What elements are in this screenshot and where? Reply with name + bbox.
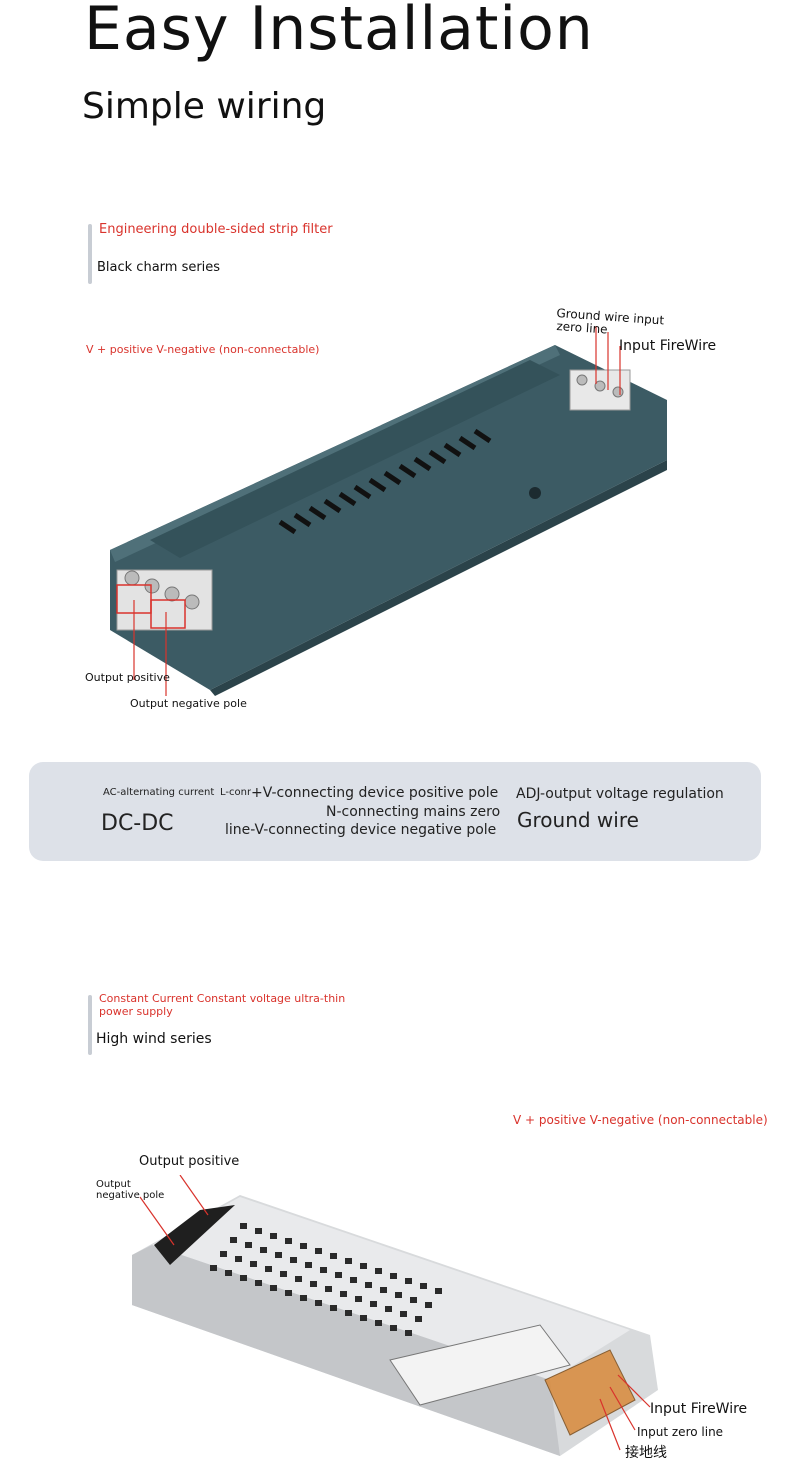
label-input-zero-line: Input zero line: [637, 1425, 724, 1439]
series-accent-bar: [88, 224, 92, 284]
page-subtitle: Simple wiring: [82, 86, 327, 127]
label-input-firewire: Input FireWire: [619, 338, 717, 354]
legend-ac: AC-alternating current: [103, 787, 215, 798]
legend-adj: ADJ-output voltage regulation: [516, 786, 724, 802]
label-output-positive: Output positive: [139, 1154, 240, 1169]
silver-power-supply-image: [132, 1175, 658, 1456]
series-accent-bar: [88, 995, 92, 1055]
legend-dc: DC-DC: [101, 811, 174, 836]
label-input-firewire: Input FireWire: [650, 1401, 748, 1417]
series-tagline: Engineering double-sided strip filter: [99, 222, 333, 237]
page-title: Easy Installation: [84, 0, 594, 64]
legend-ground: Ground wire: [517, 808, 639, 832]
label-ground-cn: 接地线: [625, 1445, 667, 1461]
legend-n: N-connecting mains zero: [326, 804, 501, 820]
legend-v-positive: +V-connecting device positive pole: [251, 785, 499, 801]
label-output-negative: Output negative pole: [96, 1179, 165, 1201]
teal-power-supply-image: [110, 326, 667, 696]
legend-v-negative: line-V-connecting device negative pole: [225, 822, 497, 838]
terminal-legend-card: AC-alternating current L-connecting main…: [29, 762, 761, 861]
label-output-positive: Output positive: [85, 671, 170, 684]
series-name: High wind series: [96, 1031, 212, 1047]
series-name: Black charm series: [97, 260, 221, 275]
terminal-note: V + positive V-negative (non-connectable…: [86, 343, 320, 356]
series-tagline: Constant Current Constant voltage ultra-…: [99, 992, 346, 1018]
terminal-note: V + positive V-negative (non-connectable…: [513, 1113, 768, 1127]
label-output-negative: Output negative pole: [130, 697, 247, 710]
